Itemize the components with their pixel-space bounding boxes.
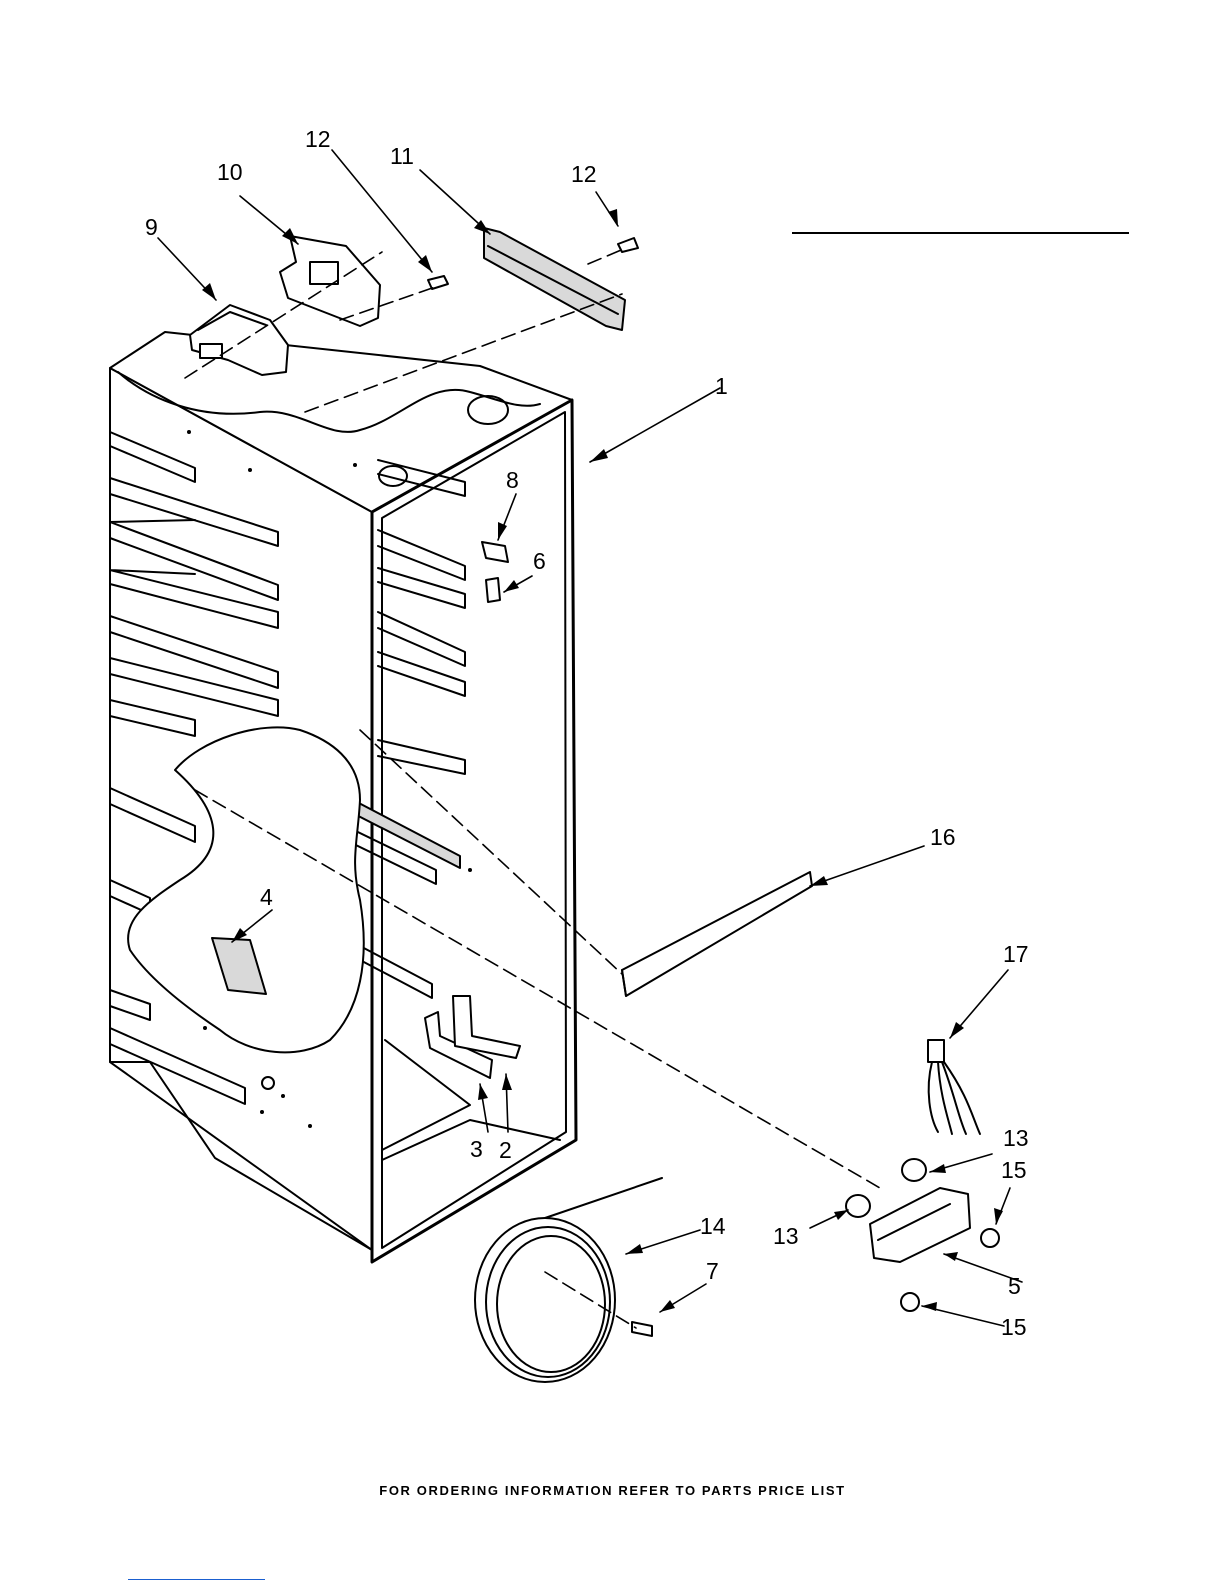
callout-12-left: 12 (305, 128, 331, 151)
callout-7: 7 (706, 1260, 719, 1283)
page-link-underline[interactable] (128, 1579, 265, 1580)
callout-2: 2 (499, 1139, 512, 1162)
part-6-screw (486, 578, 500, 602)
callout-5: 5 (1008, 1275, 1021, 1298)
callout-12-right: 12 (571, 163, 597, 186)
callout-16: 16 (930, 826, 956, 849)
callout-10: 10 (217, 161, 243, 184)
callout-4: 4 (260, 886, 273, 909)
part-11-mounting-rail (484, 228, 625, 330)
ordering-information-footer: FOR ORDERING INFORMATION REFER TO PARTS … (0, 1483, 1225, 1498)
callout-13-lower: 13 (773, 1225, 799, 1248)
part-7-screw (632, 1322, 652, 1336)
callout-14: 14 (700, 1215, 726, 1238)
part-10-bracket (280, 236, 380, 326)
callout-11: 11 (390, 145, 414, 168)
part-17-wire-harness (928, 1040, 980, 1134)
callout-17: 17 (1003, 943, 1029, 966)
callout-8: 8 (506, 469, 519, 492)
part-16-cover (622, 872, 812, 996)
callout-3: 3 (470, 1138, 483, 1161)
part-5-housing (870, 1188, 970, 1262)
callout-15-lower: 15 (1001, 1316, 1027, 1339)
callout-1: 1 (715, 375, 728, 398)
callout-9: 9 (145, 216, 158, 239)
callout-15-upper: 15 (1001, 1159, 1027, 1182)
callout-13-upper: 13 (1003, 1127, 1029, 1150)
part-14-tubing-coil (475, 1178, 662, 1382)
blank-title-rule (792, 232, 1129, 234)
callout-6: 6 (533, 550, 546, 573)
